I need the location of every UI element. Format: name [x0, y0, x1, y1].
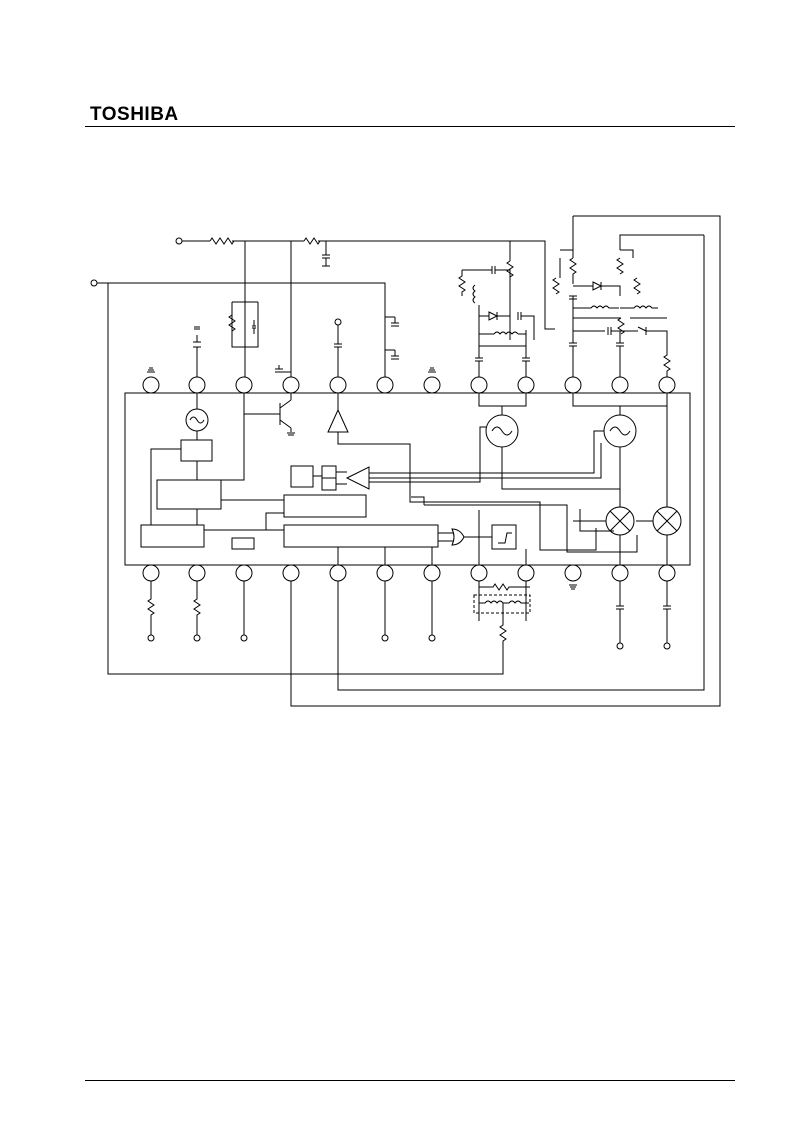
pin-bottom-6 — [377, 565, 393, 581]
pin-bottom-2 — [189, 565, 205, 581]
bottom-pins — [143, 565, 675, 581]
ic-package — [125, 393, 690, 565]
small-register-block — [232, 538, 254, 549]
supply-and-bias-network — [91, 238, 555, 377]
vco-oscillators — [486, 415, 636, 447]
pin-top-5 — [330, 377, 346, 393]
comparator-block — [492, 525, 516, 549]
bottom-external-network — [108, 283, 671, 674]
pin-bottom-9 — [518, 565, 534, 581]
filter-block — [291, 466, 313, 487]
pin-top-6 — [377, 377, 393, 393]
top-pins — [143, 377, 675, 393]
divider-block — [181, 440, 212, 461]
header-rule — [85, 126, 735, 127]
pin-top-9 — [518, 377, 534, 393]
pin-bottom-3 — [236, 565, 252, 581]
counter-block — [141, 525, 204, 547]
switch-block-upper — [322, 466, 336, 478]
switch-block-lower — [322, 478, 336, 490]
pin-top-10 — [565, 377, 581, 393]
vco-2-tank-circuit — [291, 216, 720, 706]
or-gate — [452, 529, 464, 545]
shift-register-block — [284, 525, 438, 547]
ground-symbols — [147, 368, 577, 589]
buffer-amp-triangle — [328, 410, 348, 432]
pin-bottom-8 — [471, 565, 487, 581]
vco-1-tank-circuit — [459, 241, 534, 377]
pin-bottom-1 — [143, 565, 159, 581]
pin-top-8 — [471, 377, 487, 393]
pin-5-terminal — [335, 319, 341, 325]
pin-top-7 — [424, 377, 440, 393]
footer-rule — [85, 1080, 735, 1081]
pin-bottom-7 — [424, 565, 440, 581]
internal-wiring — [151, 393, 667, 565]
pin-bottom-4 — [283, 565, 299, 581]
pin-top-11 — [612, 377, 628, 393]
pin-top-12 — [659, 377, 675, 393]
pin-bottom-11 — [612, 565, 628, 581]
pin-bottom-5 — [330, 565, 346, 581]
pin-top-1 — [143, 377, 159, 393]
pin-top-4 — [283, 377, 299, 393]
pin-top-2 — [189, 377, 205, 393]
supply-terminal — [176, 238, 182, 244]
pin-bottom-12 — [659, 565, 675, 581]
input-amp-triangle — [347, 467, 369, 489]
vcc-terminal — [91, 280, 97, 286]
transistor — [272, 400, 295, 435]
pin-top-3 — [236, 377, 252, 393]
toshiba-logo: TOSHIBA — [90, 104, 179, 125]
loop-filter-box — [474, 595, 530, 613]
control-logic-block — [157, 480, 221, 509]
pin-bottom-10 — [565, 565, 581, 581]
prescaler-block — [284, 495, 366, 517]
